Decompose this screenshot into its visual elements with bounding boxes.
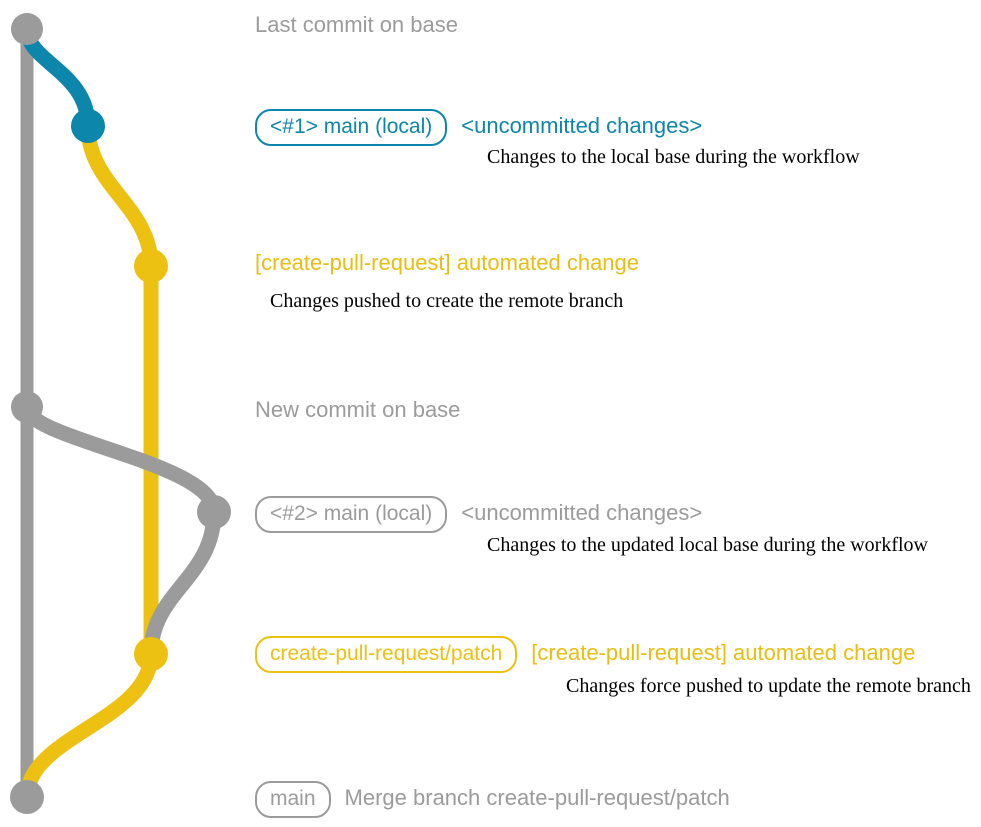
commit-subject-uncommitted-changes-2: <uncommitted changes> bbox=[461, 500, 703, 525]
commit-subject-uncommitted-changes-1: <uncommitted changes> bbox=[461, 113, 703, 138]
commit-node-base-new[interactable] bbox=[11, 391, 43, 423]
commit-row-local-2: <#2> main (local) <uncommitted changes> bbox=[255, 496, 702, 533]
ref-badge-main[interactable]: main bbox=[255, 781, 331, 818]
commit-node-patch-1[interactable] bbox=[134, 249, 168, 283]
edge-gray-local2-to-patch2 bbox=[143, 504, 222, 662]
commit-row-patch-1: [create-pull-request] automated change bbox=[255, 252, 639, 274]
edge-yellow-to-patch1 bbox=[80, 118, 159, 274]
commit-row-last-commit-on-base: Last commit on base bbox=[255, 14, 458, 36]
commit-subject-automated-change-2: [create-pull-request] automated change bbox=[531, 640, 916, 665]
commit-subject-merge-branch: Merge branch create-pull-request/patch bbox=[344, 785, 730, 810]
commit-subject-automated-change-1: [create-pull-request] automated change bbox=[255, 250, 640, 275]
commit-row-merge: main Merge branch create-pull-request/pa… bbox=[255, 781, 730, 818]
commit-subject-last-commit-on-base: Last commit on base bbox=[255, 12, 458, 37]
commit-node-merge[interactable] bbox=[10, 780, 44, 814]
edge-gray-branch-to-local2 bbox=[19, 399, 222, 520]
commit-node-patch-2[interactable] bbox=[134, 637, 168, 671]
ref-badge-create-pull-request-patch[interactable]: create-pull-request/patch bbox=[255, 636, 518, 673]
commit-note-local-1: Changes to the local base during the wor… bbox=[487, 146, 860, 168]
ref-badge-main-local-1[interactable]: <#1> main (local) bbox=[255, 109, 448, 146]
ref-badge-main-local-2[interactable]: <#2> main (local) bbox=[255, 496, 448, 533]
commit-note-patch-2: Changes force pushed to update the remot… bbox=[566, 675, 971, 697]
commit-row-patch-2: create-pull-request/patch [create-pull-r… bbox=[255, 636, 915, 673]
commit-nodes bbox=[10, 13, 231, 814]
commit-row-new-commit-on-base: New commit on base bbox=[255, 399, 460, 421]
commit-node-local-2[interactable] bbox=[197, 495, 231, 529]
commit-node-base-head[interactable] bbox=[11, 13, 43, 45]
commit-subject-new-commit-on-base: New commit on base bbox=[255, 397, 461, 422]
commit-row-local-1: <#1> main (local) <uncommitted changes> bbox=[255, 109, 702, 146]
edge-blue-branch bbox=[19, 21, 96, 134]
commit-note-patch-1: Changes pushed to create the remote bran… bbox=[270, 290, 624, 312]
commit-note-local-2: Changes to the updated local base during… bbox=[487, 534, 928, 556]
commit-node-local-1[interactable] bbox=[71, 109, 105, 143]
edge-yellow-to-merge bbox=[19, 646, 159, 805]
